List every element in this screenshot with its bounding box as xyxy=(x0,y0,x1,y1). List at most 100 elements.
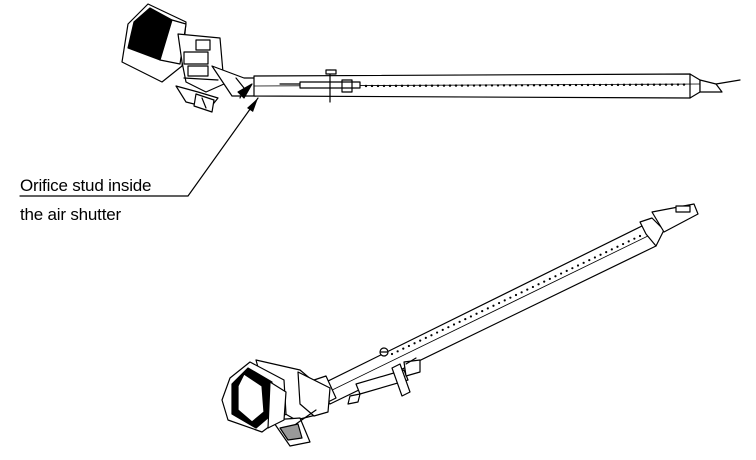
port-hole xyxy=(402,347,405,350)
port-hole xyxy=(610,83,614,87)
port-hole xyxy=(682,83,686,86)
port-hole xyxy=(571,267,574,270)
port-hole xyxy=(390,352,394,356)
port-hole xyxy=(520,84,524,87)
port-hole xyxy=(509,296,512,299)
port-hole xyxy=(424,336,427,340)
port-hole xyxy=(396,350,399,353)
port-hole xyxy=(466,84,470,87)
bottom-control-knob xyxy=(221,361,287,433)
port-hole xyxy=(568,83,572,87)
port-hole xyxy=(514,84,518,87)
port-hole xyxy=(454,84,458,87)
port-hole xyxy=(610,248,613,251)
port-hole xyxy=(605,250,608,254)
port-hole xyxy=(526,288,529,291)
port-hole xyxy=(442,84,446,87)
port-hole xyxy=(412,84,416,87)
top-burner-tube xyxy=(253,69,741,103)
port-hole xyxy=(508,84,512,87)
port-hole xyxy=(496,84,500,87)
port-hole xyxy=(492,304,495,307)
port-hole xyxy=(394,84,398,88)
port-hole xyxy=(458,320,461,323)
port-hole xyxy=(532,84,536,87)
port-hole xyxy=(441,328,444,331)
port-hole xyxy=(481,309,484,313)
port-hole xyxy=(554,275,557,278)
port-hole xyxy=(622,83,626,87)
port-hole xyxy=(592,83,596,87)
port-hole xyxy=(638,234,642,238)
port-hole xyxy=(543,280,546,283)
port-hole xyxy=(447,326,450,329)
port-hole xyxy=(472,84,476,87)
port-hole xyxy=(628,83,632,87)
port-hole xyxy=(556,83,560,87)
port-hole xyxy=(574,83,578,87)
port-hole xyxy=(430,334,433,337)
port-hole xyxy=(598,83,602,87)
top-burner-assembly xyxy=(19,3,741,197)
port-hole xyxy=(469,315,473,318)
port-hole xyxy=(478,84,482,87)
port-hole xyxy=(586,83,590,87)
port-hole xyxy=(621,242,625,246)
port-hole xyxy=(376,84,380,88)
port-hole xyxy=(364,84,368,88)
port-hole xyxy=(503,299,506,302)
port-hole xyxy=(490,84,494,87)
port-hole xyxy=(464,318,467,321)
port-hole xyxy=(520,291,523,294)
port-hole xyxy=(514,293,518,297)
port-hole xyxy=(413,342,416,345)
port-hole xyxy=(388,84,392,88)
port-hole xyxy=(382,84,386,88)
port-hole xyxy=(588,259,591,262)
port-hole xyxy=(419,339,422,342)
port-hole xyxy=(430,84,434,87)
bottom-burner-tube xyxy=(313,203,699,405)
port-hole xyxy=(670,83,674,86)
port-hole xyxy=(576,264,580,267)
port-hole xyxy=(502,84,506,87)
port-hole xyxy=(593,256,597,259)
port-hole xyxy=(538,84,542,87)
port-hole xyxy=(436,84,440,87)
callout-label-line1: Orifice stud inside xyxy=(20,176,152,195)
port-hole xyxy=(418,84,422,87)
port-hole xyxy=(652,83,656,86)
top-valve-body xyxy=(175,33,225,113)
port-hole xyxy=(452,323,456,326)
callout-label-line2: the air shutter xyxy=(20,205,121,224)
port-hole xyxy=(484,84,488,87)
port-hole xyxy=(424,84,428,87)
port-hole xyxy=(548,277,551,281)
port-hole xyxy=(531,285,535,289)
port-hole xyxy=(616,83,620,87)
port-hole xyxy=(537,283,540,286)
top-burner-ports xyxy=(364,83,686,88)
port-hole xyxy=(640,83,644,86)
top-control-knob xyxy=(121,3,187,83)
port-hole xyxy=(486,307,489,310)
port-hole xyxy=(634,83,638,86)
port-hole xyxy=(460,84,464,87)
port-hole xyxy=(616,245,619,248)
port-hole xyxy=(497,301,501,305)
port-hole xyxy=(676,83,680,86)
port-hole xyxy=(664,83,668,86)
port-hole xyxy=(633,237,636,240)
port-hole xyxy=(559,272,563,275)
port-hole xyxy=(550,83,554,87)
port-hole xyxy=(407,344,411,348)
port-hole xyxy=(658,83,662,86)
port-hole xyxy=(475,312,478,315)
bottom-burner-ports xyxy=(390,234,642,356)
port-hole xyxy=(565,269,568,272)
port-hole xyxy=(526,84,530,87)
port-hole xyxy=(599,253,602,256)
port-hole xyxy=(627,240,630,243)
